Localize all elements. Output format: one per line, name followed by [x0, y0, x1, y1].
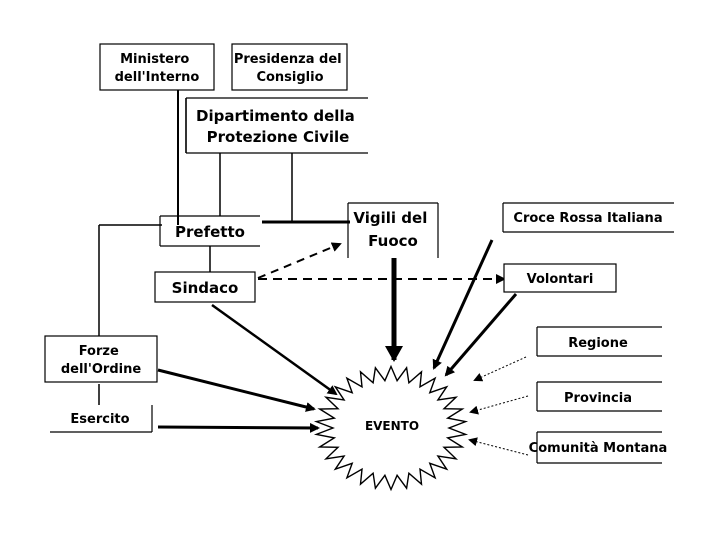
arrow-sindaco-vigili [257, 242, 342, 279]
arrow-croce-evento [432, 239, 494, 370]
node-open-edges [50, 97, 674, 464]
node-boxes [44, 43, 617, 383]
arrow-provincia-evento [469, 395, 529, 415]
label-forze-ordine: Forze dell'Ordine [61, 344, 141, 377]
edge-dipartimento [185, 97, 368, 154]
label-esercito: Esercito [70, 412, 129, 427]
evento-starburst [313, 364, 469, 492]
label-comunita-montana: Comunità Montana [529, 441, 668, 456]
arrow-sindaco-evento [211, 303, 338, 396]
label-prefetto: Prefetto [175, 223, 245, 241]
label-volontari: Volontari [527, 272, 594, 287]
hierarchy-lines [98, 90, 350, 405]
box-presidenza [231, 43, 348, 91]
edge-comunita [536, 431, 662, 464]
label-croce-rossa: Croce Rossa Italiana [513, 211, 662, 226]
box-ministero [99, 43, 215, 91]
labels: Ministero dell'Interno Presidenza del Co… [61, 52, 667, 456]
label-presidenza: Presidenza del Consiglio [234, 52, 346, 85]
arrow-regione-evento [473, 356, 527, 382]
label-vigili: Vigili del Fuoco [353, 209, 432, 250]
arrow-esercito-evento [157, 422, 320, 433]
edge-regione [536, 326, 662, 357]
box-sindaco [154, 271, 256, 303]
label-sindaco: Sindaco [172, 279, 239, 297]
label-provincia: Provincia [564, 391, 632, 406]
label-evento: EVENTO [365, 419, 419, 433]
edge-croce [502, 202, 674, 233]
box-forze [44, 335, 158, 383]
box-volontari [503, 263, 617, 293]
arrow-volontari-evento [444, 293, 518, 377]
arrow-forze-evento [157, 368, 316, 412]
edge-prefetto [159, 215, 260, 247]
label-ministero: Ministero dell'Interno [115, 52, 200, 85]
edge-esercito [50, 405, 153, 433]
arrows [157, 239, 529, 456]
edge-provincia [536, 381, 662, 412]
label-dipartimento: Dipartimento della Protezione Civile [196, 107, 360, 146]
label-regione: Regione [568, 336, 628, 351]
edge-vigili [347, 202, 439, 258]
arrow-comunita-evento [468, 437, 529, 456]
